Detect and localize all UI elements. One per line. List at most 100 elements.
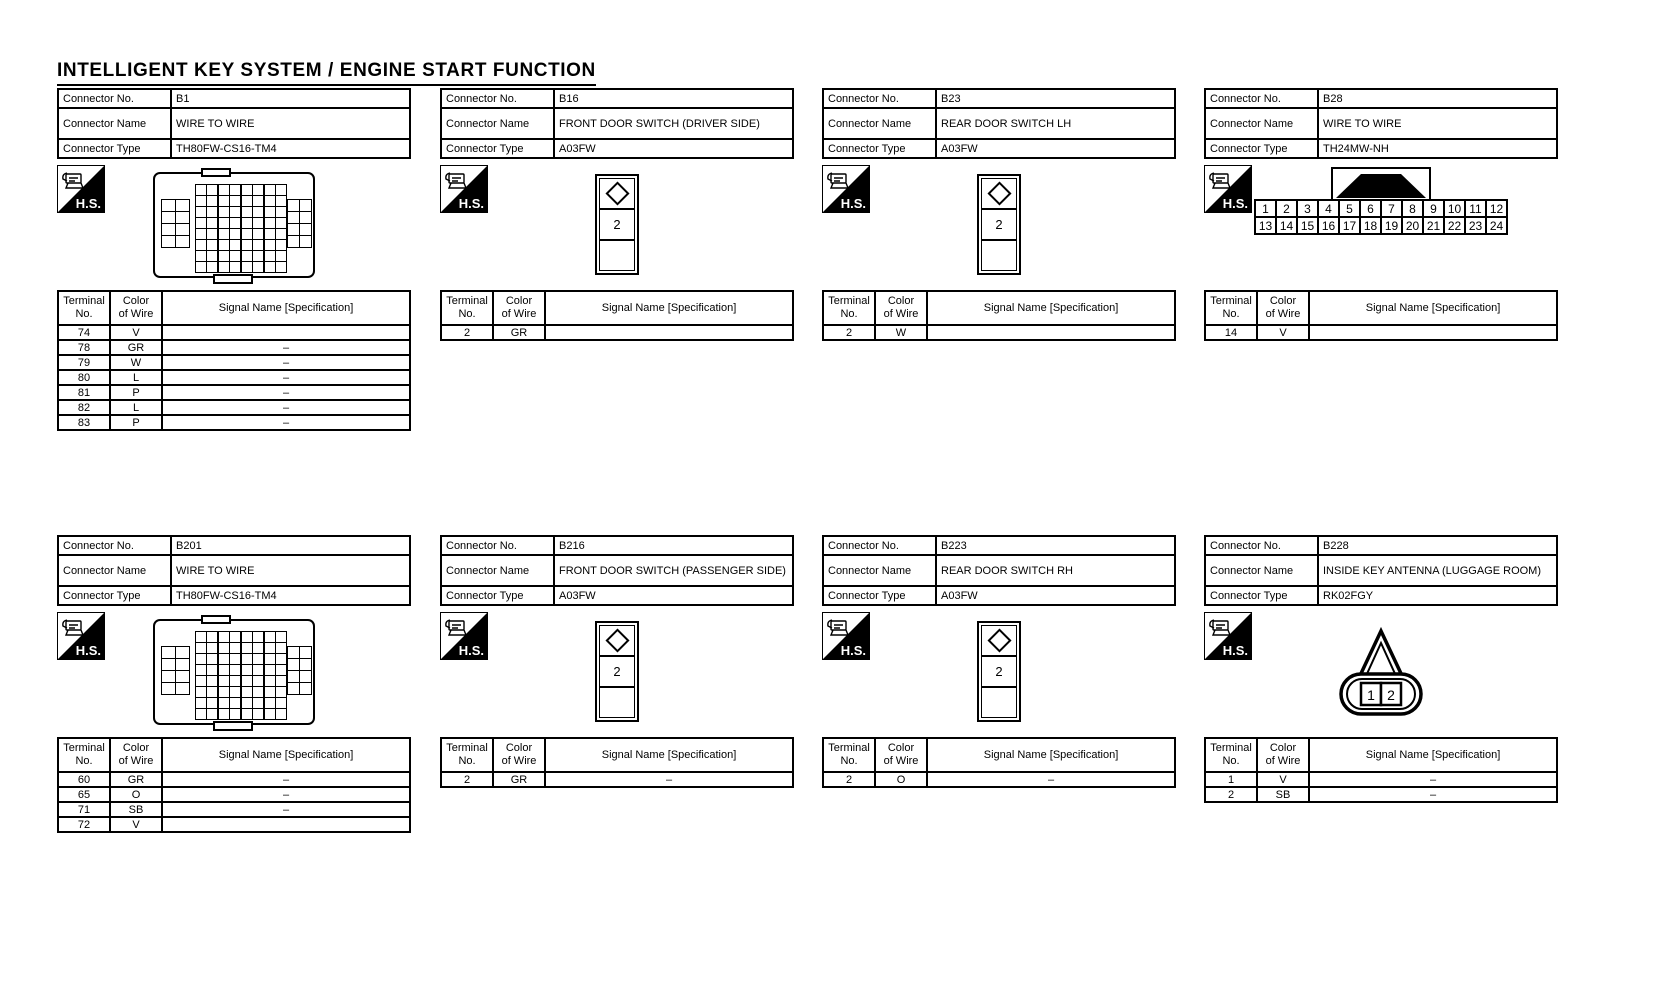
hs-logo: H.S. — [822, 165, 870, 213]
pin-15: 15 — [1296, 216, 1319, 235]
pin-24: 24 — [1485, 216, 1508, 235]
connector-name-value: WIRE TO WIRE — [170, 554, 411, 587]
pin-cell — [299, 234, 312, 248]
diamond-symbol — [986, 628, 1012, 653]
connector-drawing-switch: 2 — [595, 621, 639, 722]
terminal-table: Terminal No. Color of Wire Signal Name [… — [822, 290, 1176, 341]
color-of-wire-header: Color of Wire — [109, 737, 163, 773]
hs-logo: H.S. — [440, 612, 488, 660]
color-of-wire-header: Color of Wire — [874, 290, 928, 326]
drawing-area: H.S. 2 — [440, 159, 794, 290]
wire-color-cell: GR — [492, 771, 546, 788]
signal-name-cell: – — [926, 771, 1176, 788]
connector-notch — [201, 167, 231, 177]
diamond-symbol — [604, 628, 630, 653]
terminal-no-header: Terminal No. — [822, 290, 876, 326]
terminal-no-cell: 78 — [57, 339, 111, 356]
drawing-area: H.S. 2 — [440, 606, 794, 737]
connector-drawing-switch: 2 — [977, 174, 1021, 275]
connector-drawing-switch: 2 — [595, 174, 639, 275]
wire-color-cell: P — [109, 414, 163, 431]
signal-name-cell: – — [161, 786, 411, 803]
connector-type-value: A03FW — [553, 138, 794, 159]
color-of-wire-header: Color of Wire — [109, 290, 163, 326]
wire-color-cell: SB — [109, 801, 163, 818]
connector-tab — [1331, 167, 1431, 199]
connector-name-label: Connector Name — [1204, 554, 1319, 587]
pin-number: 2 — [995, 664, 1003, 679]
hs-tool-icon — [445, 172, 468, 189]
terminal-table: Terminal No. Color of Wire Signal Name [… — [1204, 290, 1558, 341]
terminal-no-header: Terminal No. — [822, 737, 876, 773]
connector-notch — [213, 720, 253, 731]
terminal-no-cell: 60 — [57, 771, 111, 788]
connector-no-label: Connector No. — [1204, 88, 1319, 109]
terminal-no-cell: 65 — [57, 786, 111, 803]
terminal-no-header: Terminal No. — [440, 290, 494, 326]
wire-color-cell: O — [874, 771, 928, 788]
connector-no-label: Connector No. — [1204, 535, 1319, 556]
signal-name-header: Signal Name [Specification] — [926, 290, 1176, 326]
pin-17: 17 — [1338, 216, 1361, 235]
connector-name-label: Connector Name — [57, 107, 172, 140]
color-of-wire-header: Color of Wire — [1256, 290, 1310, 326]
connector-type-value: RK02FGY — [1317, 585, 1558, 606]
hs-tool-icon — [1209, 172, 1232, 189]
hs-label: H.S. — [459, 196, 484, 211]
connector-no-label: Connector No. — [440, 88, 555, 109]
connector-no-value: B201 — [170, 535, 411, 556]
hs-tool-icon — [827, 172, 850, 189]
wire-color-cell: GR — [109, 771, 163, 788]
connector-name-label: Connector Name — [440, 107, 555, 140]
terminal-no-header: Terminal No. — [57, 737, 111, 773]
wire-color-cell: V — [109, 324, 163, 341]
drawing-area: H.S. — [57, 606, 411, 737]
drawing-area: H.S. 1 2 — [1204, 606, 1558, 737]
connector-tab-shape — [1336, 174, 1426, 198]
hs-logo: H.S. — [57, 612, 105, 660]
connector-no-value: B228 — [1317, 535, 1558, 556]
connector-name-value: REAR DOOR SWITCH LH — [935, 107, 1176, 140]
signal-name-header: Signal Name [Specification] — [161, 737, 411, 773]
hs-label: H.S. — [841, 643, 866, 658]
connector-type-label: Connector Type — [822, 585, 937, 606]
pin-cell — [229, 707, 241, 720]
connector-no-value: B23 — [935, 88, 1176, 109]
connector-name-label: Connector Name — [822, 107, 937, 140]
wire-color-cell: L — [109, 399, 163, 416]
pin-cell — [252, 707, 264, 720]
hs-label: H.S. — [1223, 196, 1248, 211]
terminal-table: Terminal No. Color of Wire Signal Name [… — [57, 290, 411, 431]
terminal-no-cell: 2 — [822, 324, 876, 341]
connector-no-label: Connector No. — [57, 88, 172, 109]
connector-name-value: FRONT DOOR SWITCH (PASSENGER SIDE) — [553, 554, 794, 587]
hs-logo: H.S. — [440, 165, 488, 213]
connector-name-label: Connector Name — [1204, 107, 1319, 140]
connector-name-value: FRONT DOOR SWITCH (DRIVER SIDE) — [553, 107, 794, 140]
connector-name-value: WIRE TO WIRE — [1317, 107, 1558, 140]
signal-name-cell: – — [1308, 786, 1558, 803]
terminal-no-header: Terminal No. — [1204, 737, 1258, 773]
pin-cell — [275, 260, 287, 273]
hs-logo: H.S. — [822, 612, 870, 660]
pin-cell — [175, 234, 190, 248]
terminal-no-cell: 2 — [440, 324, 494, 341]
terminal-no-cell: 14 — [1204, 324, 1258, 341]
hs-logo-graphic: H.S. — [822, 612, 870, 660]
